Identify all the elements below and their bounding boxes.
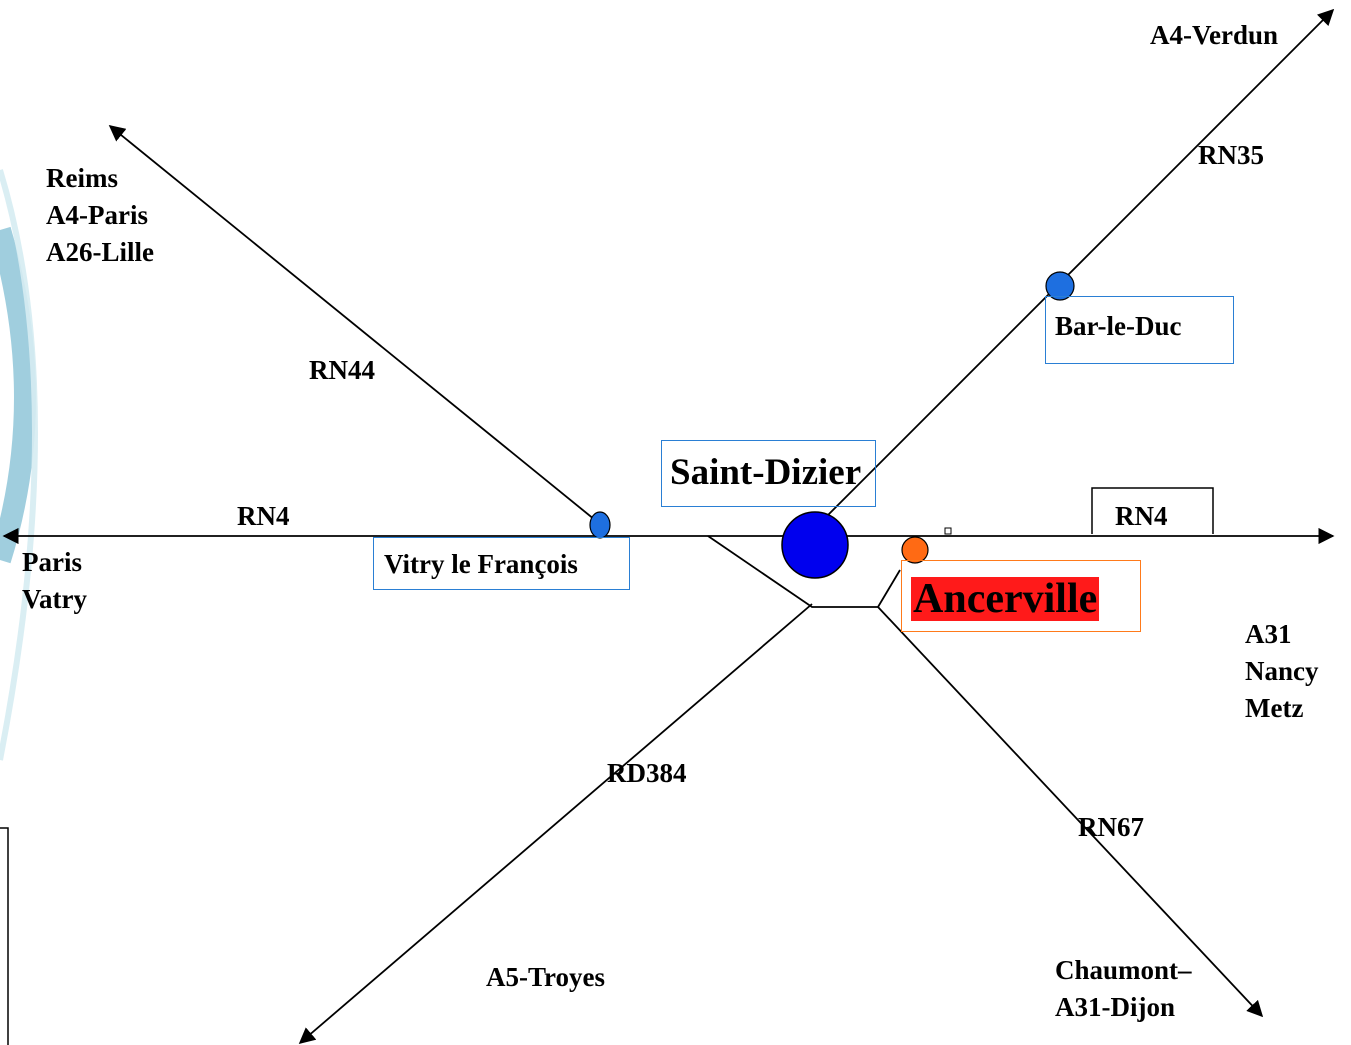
saint-dizier-box: Saint-Dizier (661, 440, 876, 507)
rn44-road (108, 124, 601, 525)
rn35-road (804, 8, 1335, 539)
decorative-ring-shadow (0, 169, 38, 761)
label-chaumont: Chaumont– (1055, 955, 1192, 985)
label-vatry: Vatry (22, 584, 87, 614)
label-rn67: RN67 (1078, 812, 1144, 842)
junction-marker (944, 527, 952, 535)
decorative-ring (0, 226, 36, 564)
label-a26-lille: A26-Lille (46, 237, 154, 267)
label-rd384: RD384 (607, 758, 687, 788)
bar-le-duc-marker (1045, 271, 1075, 301)
rn4-east-box (1091, 487, 1214, 534)
rn67-road (877, 606, 1264, 1018)
label-rn44: RN44 (309, 355, 375, 385)
label-a31: A31 (1245, 619, 1292, 649)
label-a5-troyes: A5-Troyes (486, 962, 605, 992)
label-bar-le-duc: Bar-le-Duc (1055, 311, 1182, 341)
label-rn4-east: RN4 (1115, 501, 1168, 531)
label-saint-dizier: Saint-Dizier (670, 452, 862, 493)
ancerville-marker (901, 536, 929, 564)
label-rn35: RN35 (1198, 140, 1264, 170)
label-rn4-west: RN4 (237, 501, 290, 531)
bar-le-duc-box: Bar-le-Duc (1045, 296, 1234, 364)
label-reims: Reims (46, 163, 118, 193)
label-nancy: Nancy (1245, 656, 1319, 686)
label-ancerville: Ancerville (911, 576, 1100, 622)
vitry-box: Vitry le François (373, 537, 630, 590)
label-paris: Paris (22, 547, 82, 577)
label-a4-verdun: A4-Verdun (1150, 20, 1279, 50)
label-a31-dijon: A31-Dijon (1055, 992, 1175, 1022)
ancerville-box: Ancerville (901, 560, 1141, 632)
bypass-road (707, 535, 901, 608)
frame-fragment (0, 827, 9, 1045)
saint-dizier-marker (781, 511, 849, 579)
rd384-road (298, 603, 813, 1045)
label-vitry: Vitry le François (384, 549, 578, 579)
vitry-marker (589, 511, 611, 539)
label-metz: Metz (1245, 693, 1304, 723)
label-a4-paris: A4-Paris (46, 200, 148, 230)
